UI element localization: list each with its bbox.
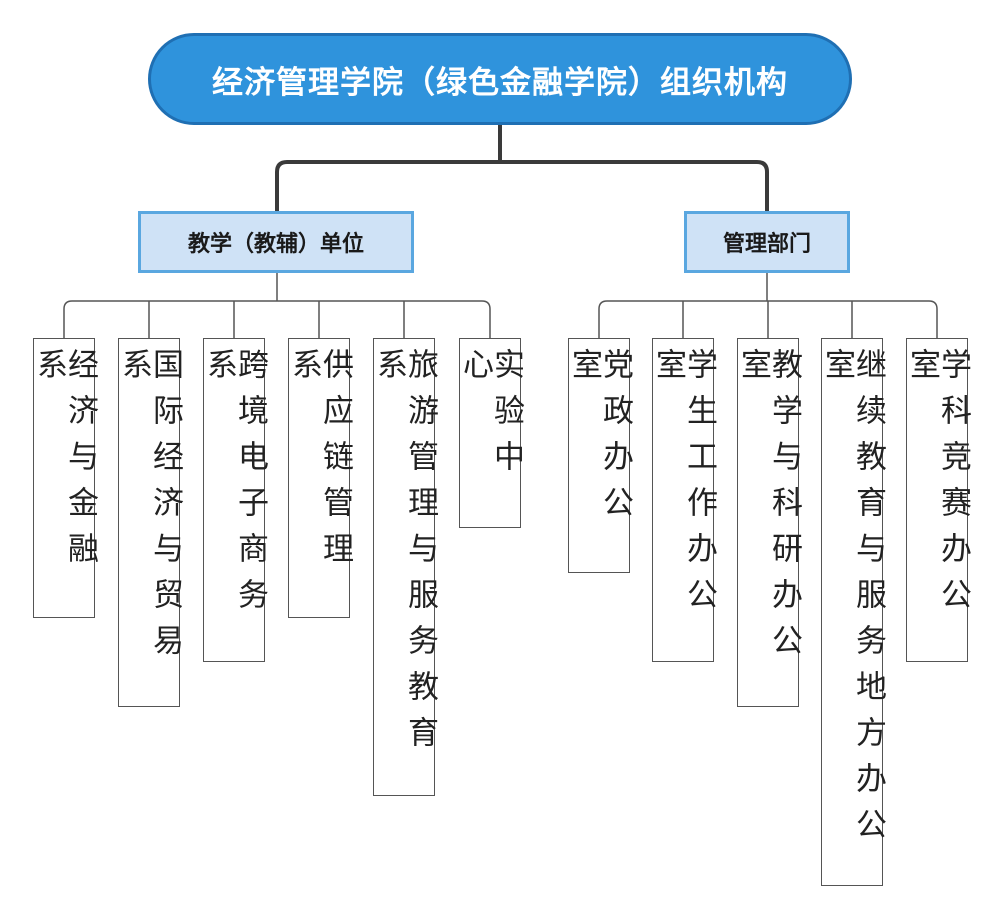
leaf-continuing-education-office: 继续教育与服务地方办公室	[819, 338, 886, 886]
org-chart-title: 经济管理学院（绿色金融学院）组织机构	[148, 33, 852, 125]
leaf-economics-finance: 经济与金融系	[31, 338, 98, 618]
leaf-teaching-research-office: 教学与科研办公室	[735, 338, 802, 707]
leaf-cross-border-ecommerce: 跨境电子商务系	[201, 338, 268, 662]
leaf-competition-office: 学科竞赛办公室	[904, 338, 971, 662]
leaf-international-trade: 国际经济与贸易系	[116, 338, 183, 707]
leaf-party-office: 党政办公室	[566, 338, 633, 573]
branch-teaching-units: 教学（教辅）单位	[138, 211, 414, 273]
leaf-tourism-management: 旅游管理与服务教育系	[371, 338, 438, 796]
leaf-supply-chain: 供应链管理系	[286, 338, 353, 618]
leaf-experiment-center: 实验中心	[457, 338, 524, 528]
branch-management-departments: 管理部门	[684, 211, 850, 273]
leaf-student-affairs-office: 学生工作办公室	[650, 338, 717, 662]
